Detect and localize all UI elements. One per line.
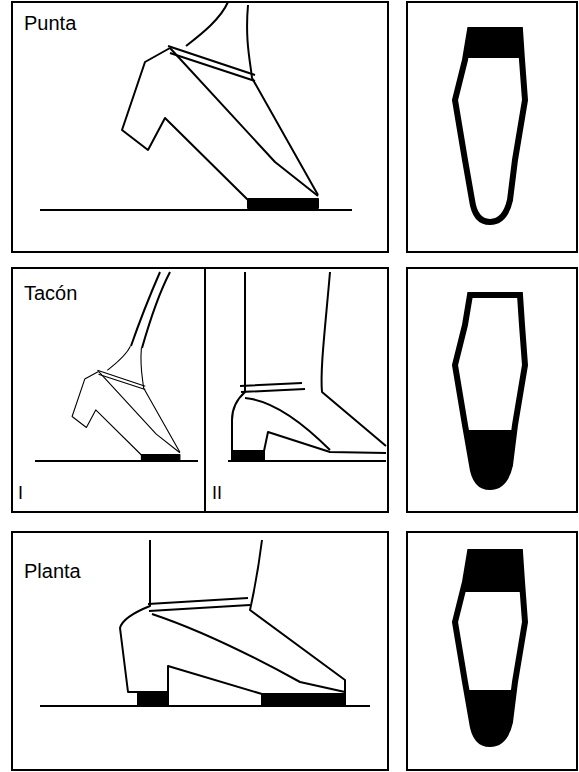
panel-frames xyxy=(12,2,577,770)
position-label: Planta xyxy=(24,560,81,582)
position-label: Tacón xyxy=(24,282,77,304)
sole-print-heel xyxy=(440,295,540,500)
phase-number: II xyxy=(212,484,222,504)
position-label: Punta xyxy=(24,12,76,34)
sole-print-toe xyxy=(440,20,540,222)
sole-print-full xyxy=(440,542,540,760)
phase-number: I xyxy=(18,484,23,504)
